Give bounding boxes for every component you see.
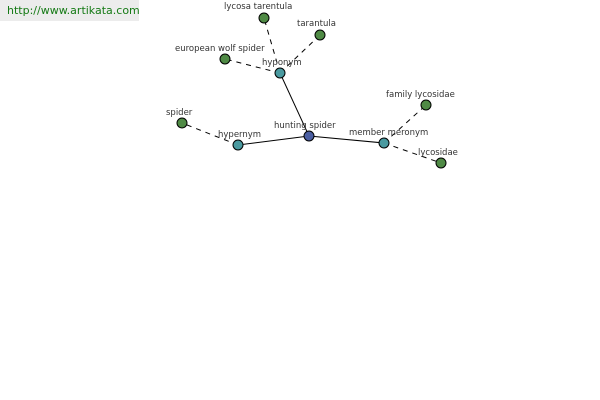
edge-hunting-spider-hyponym xyxy=(279,72,310,137)
node-hunting-spider[interactable] xyxy=(303,130,315,142)
node-family-lycosidae[interactable] xyxy=(420,99,432,111)
label-hypernym: hypernym xyxy=(218,130,261,140)
node-tarantula[interactable] xyxy=(314,29,326,41)
node-hyponym[interactable] xyxy=(274,67,286,79)
label-spider: spider xyxy=(166,108,193,118)
node-european-wolf-spider[interactable] xyxy=(219,53,231,65)
edge-hunting-spider-member-meronym xyxy=(308,135,385,144)
edges-layer xyxy=(181,17,442,164)
label-lycosidae: lycosidae xyxy=(418,148,458,158)
label-hyponym: hyponym xyxy=(262,58,302,68)
node-spider[interactable] xyxy=(176,117,188,129)
edge-hypernym-spider xyxy=(181,122,239,146)
node-lycosa-tarentula[interactable] xyxy=(258,12,270,24)
site-url-link[interactable]: http://www.artikata.com xyxy=(0,0,140,21)
node-member-meronym[interactable] xyxy=(378,137,390,149)
node-hypernym[interactable] xyxy=(232,139,244,151)
edge-member-meronym-lycosidae xyxy=(383,142,442,164)
label-european-wolf-spider: european wolf spider xyxy=(175,44,265,54)
edge-hunting-spider-hypernym xyxy=(237,135,310,146)
label-hunting-spider: hunting spider xyxy=(274,121,336,131)
node-lycosidae[interactable] xyxy=(435,157,447,169)
label-member-meronym: member meronym xyxy=(349,128,428,138)
nodes-layer xyxy=(176,12,447,169)
label-tarantula: tarantula xyxy=(297,19,336,29)
label-lycosa-tarentula: lycosa tarentula xyxy=(224,2,292,12)
label-family-lycosidae: family lycosidae xyxy=(386,90,455,100)
labels-layer: hunting spider hyponym hypernym member m… xyxy=(166,2,458,158)
